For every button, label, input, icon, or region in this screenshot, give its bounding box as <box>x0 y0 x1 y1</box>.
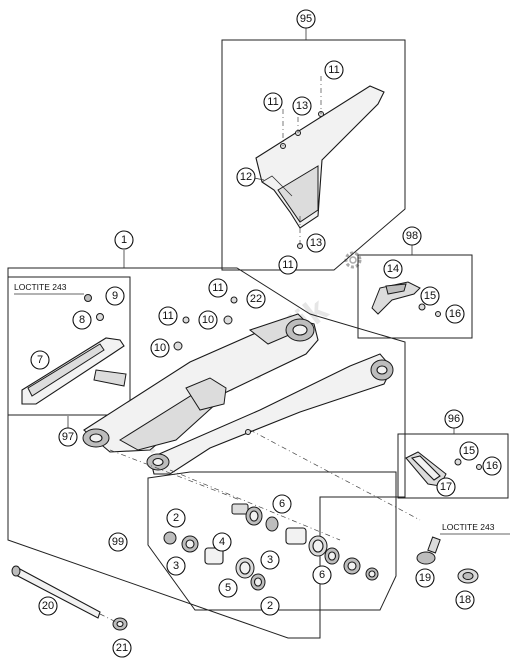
chain-guard <box>255 85 385 249</box>
bearing-kit <box>163 503 379 591</box>
callout-11: 11 <box>208 278 228 298</box>
svg-text:17: 17 <box>440 481 452 493</box>
callout-13: 13 <box>306 233 326 253</box>
svg-text:15: 15 <box>424 290 436 302</box>
svg-text:4: 4 <box>219 536 225 548</box>
chain-slide-guard-panel <box>397 433 509 499</box>
svg-text:6: 6 <box>319 569 325 581</box>
callout-19: 19 <box>415 568 435 588</box>
svg-text:11: 11 <box>212 282 223 294</box>
callout-2: 2 <box>166 508 186 528</box>
svg-text:10: 10 <box>154 342 166 354</box>
svg-text:18: 18 <box>459 594 471 606</box>
svg-text:10: 10 <box>202 314 214 326</box>
callout-11: 11 <box>158 306 178 326</box>
svg-text:3: 3 <box>267 554 273 566</box>
callout-98: 98 <box>402 226 422 246</box>
svg-text:11: 11 <box>162 310 173 322</box>
callout-11: 11 <box>263 92 283 112</box>
svg-text:13: 13 <box>310 237 322 249</box>
chain-guard-panel <box>221 39 406 271</box>
callout-96: 96 <box>444 409 464 429</box>
callout-13: 13 <box>292 96 312 116</box>
svg-text:3: 3 <box>173 560 179 572</box>
callout-21: 21 <box>112 638 132 658</box>
callout-3: 3 <box>260 550 280 570</box>
callout-10: 10 <box>150 338 170 358</box>
svg-text:5: 5 <box>225 582 231 594</box>
svg-text:11: 11 <box>282 259 293 271</box>
callout-99: 99 <box>108 532 128 552</box>
callout-12: 12 <box>236 167 256 187</box>
callout-20: 20 <box>38 596 58 616</box>
callout-14: 14 <box>383 259 403 279</box>
callout-6: 6 <box>272 494 292 514</box>
callout-95: 95 <box>296 9 316 29</box>
callout-10: 10 <box>198 310 218 330</box>
callout-2: 2 <box>260 596 280 616</box>
svg-text:7: 7 <box>37 354 43 366</box>
svg-text:15: 15 <box>463 445 475 457</box>
svg-text:12: 12 <box>240 171 252 183</box>
callout-7: 7 <box>30 350 50 370</box>
callout-16: 16 <box>445 304 465 324</box>
svg-text:LOCTITE 243: LOCTITE 243 <box>442 522 495 532</box>
svg-text:16: 16 <box>486 460 498 472</box>
callout-6: 6 <box>312 565 332 585</box>
swingarm-panel <box>7 267 406 639</box>
svg-text:95: 95 <box>300 13 312 25</box>
svg-text:1: 1 <box>121 234 127 246</box>
callout-1: 1 <box>114 230 134 250</box>
svg-text:97: 97 <box>62 431 74 443</box>
callout-17: 17 <box>436 477 456 497</box>
svg-text:16: 16 <box>449 308 461 320</box>
callout-18: 18 <box>455 590 475 610</box>
loctite-note-right: LOCTITE 243 <box>440 522 510 535</box>
callout-97: 97 <box>58 427 78 447</box>
pivot-nut-18 <box>457 568 479 584</box>
svg-text:LOCTITE 243: LOCTITE 243 <box>14 282 67 292</box>
callout-9: 9 <box>105 286 125 306</box>
svg-text:96: 96 <box>448 413 460 425</box>
svg-text:8: 8 <box>79 314 85 326</box>
callout-11: 11 <box>324 60 344 80</box>
callout-22: 22 <box>246 289 266 309</box>
axle-nut-21 <box>112 617 128 631</box>
callout-15: 15 <box>420 286 440 306</box>
svg-text:11: 11 <box>267 96 278 108</box>
svg-text:13: 13 <box>296 100 308 112</box>
callout-4: 4 <box>212 532 232 552</box>
svg-text:98: 98 <box>406 230 418 242</box>
svg-text:20: 20 <box>42 600 54 612</box>
svg-text:11: 11 <box>328 64 339 76</box>
pivot-bolt-19 <box>416 536 441 565</box>
svg-text:19: 19 <box>419 572 431 584</box>
svg-text:2: 2 <box>267 600 273 612</box>
svg-text:21: 21 <box>116 642 128 654</box>
callout-8: 8 <box>72 310 92 330</box>
callout-3: 3 <box>166 556 186 576</box>
chain-slider-97 <box>21 294 127 405</box>
chain-slider-98 <box>371 281 441 317</box>
svg-text:22: 22 <box>250 293 262 305</box>
svg-text:2: 2 <box>173 512 179 524</box>
svg-text:9: 9 <box>112 290 118 302</box>
loctite-note-top: LOCTITE 243 <box>14 282 84 295</box>
callout-15: 15 <box>459 441 479 461</box>
callout-16: 16 <box>482 456 502 476</box>
svg-text:14: 14 <box>387 263 399 275</box>
swingarm-axle-20 <box>11 565 101 619</box>
svg-text:99: 99 <box>112 536 124 548</box>
bearing-kit-panel <box>147 471 397 611</box>
callout-11: 11 <box>278 255 298 275</box>
swingarm <box>82 296 394 475</box>
svg-text:6: 6 <box>279 498 285 510</box>
chain-slider-kit-panel <box>357 254 473 339</box>
callout-5: 5 <box>218 578 238 598</box>
